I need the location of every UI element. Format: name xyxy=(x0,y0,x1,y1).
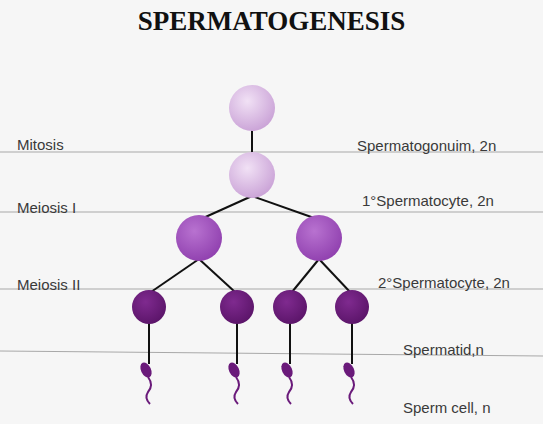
division-line xyxy=(201,196,252,219)
sperm-head xyxy=(226,361,242,380)
sperm-tail xyxy=(234,377,239,404)
division-line xyxy=(252,196,317,219)
diagram-title: SPERMATOGENESIS xyxy=(0,6,543,36)
sperm-cell-icon xyxy=(226,361,242,404)
sperm-tail xyxy=(287,377,292,404)
division-lines xyxy=(149,130,352,364)
division-line xyxy=(148,323,150,364)
cell-label: 2°Spermatocyte, 2n xyxy=(378,274,542,292)
stage-divider-lines xyxy=(0,152,543,356)
division-line xyxy=(319,259,350,292)
spermatid-cell xyxy=(220,290,254,324)
spermatid-cell xyxy=(132,290,166,324)
division-line xyxy=(351,323,353,364)
divider-line xyxy=(0,212,543,213)
stage-label: Meiosis II xyxy=(17,276,137,294)
division-line xyxy=(151,259,199,292)
cell-label: Sperm cell, n xyxy=(403,399,541,417)
secondary-spermatocyte-cell xyxy=(296,215,342,261)
cell-label: 1°Spermatocyte, 2n xyxy=(362,192,542,210)
division-line xyxy=(289,323,291,364)
sperm-cell-icon xyxy=(138,361,154,404)
division-line xyxy=(251,130,253,154)
cell-label: Spermatogonuim, 2n xyxy=(357,137,541,155)
spermatid-cell xyxy=(273,290,307,324)
sperm-head xyxy=(279,361,295,380)
sperm-head xyxy=(341,361,357,380)
sperm-head xyxy=(138,361,154,380)
stage-label: Meiosis I xyxy=(17,199,137,217)
sperm-cell-icon xyxy=(341,361,357,404)
division-line xyxy=(199,259,235,292)
division-line xyxy=(236,323,238,364)
sperm-cell-icon xyxy=(279,361,295,404)
cell-label: Spermatid,n xyxy=(403,341,541,359)
stage-label: Mitosis xyxy=(17,136,137,154)
division-line xyxy=(292,259,319,292)
spermatid-cell xyxy=(335,290,369,324)
spermatogonium-cell xyxy=(229,85,275,131)
sperm-tail xyxy=(146,377,151,404)
sperm-tail xyxy=(349,377,354,404)
secondary-spermatocyte-cell xyxy=(176,215,222,261)
primary-spermatocyte-cell xyxy=(229,152,275,198)
